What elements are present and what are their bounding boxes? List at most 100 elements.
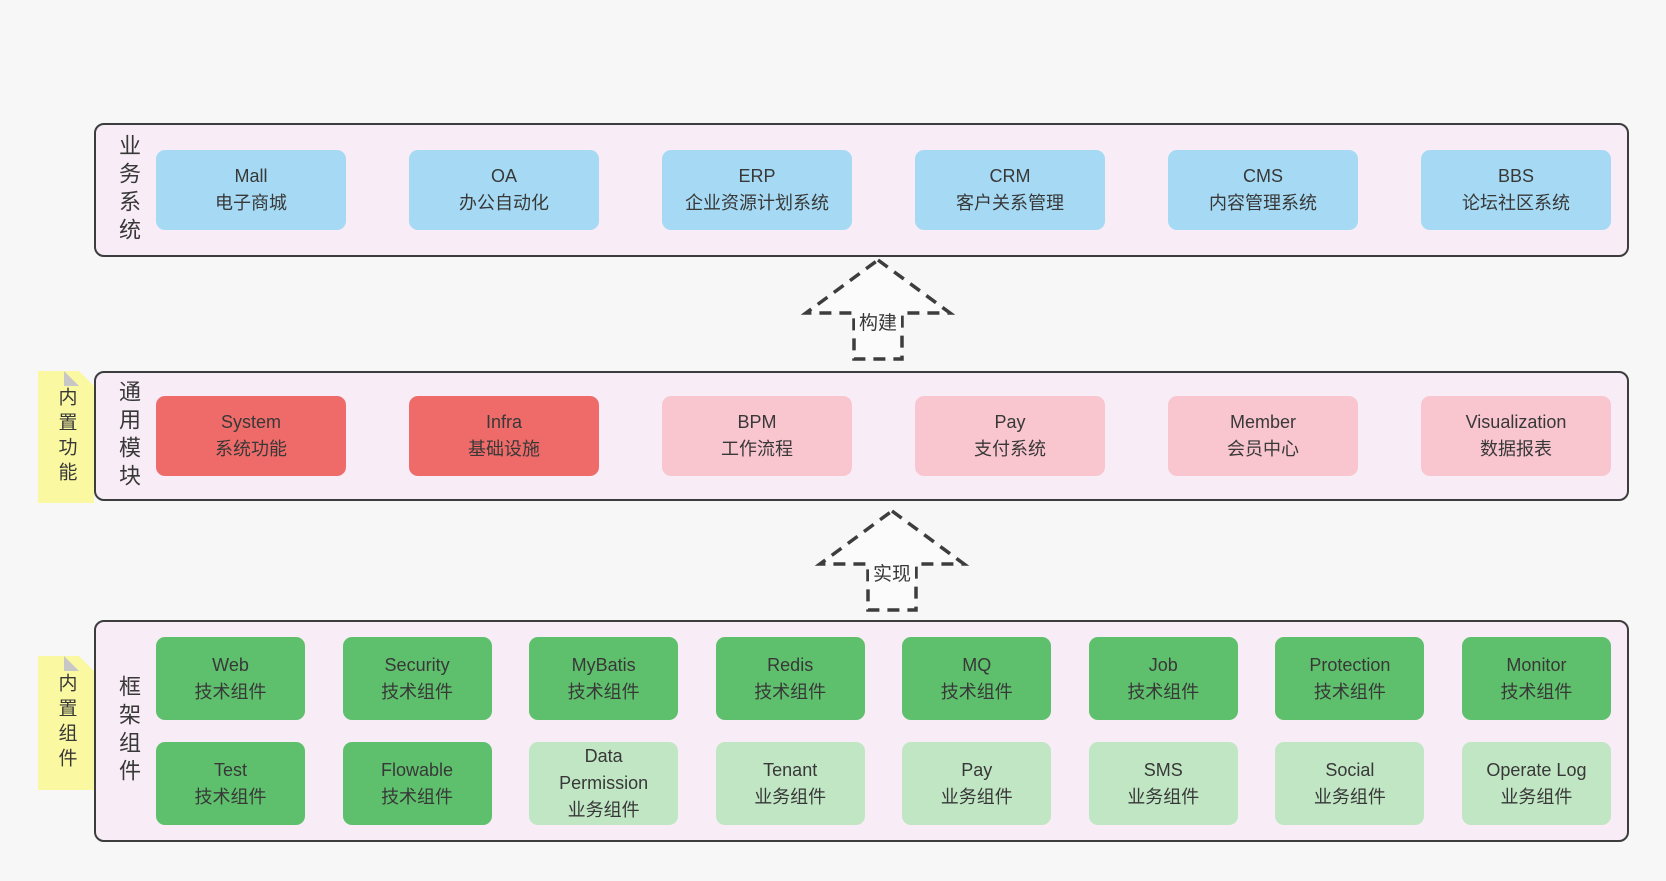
- box-data-permission: Data Permission 业务组件: [529, 742, 679, 825]
- box-subtitle: 系统功能: [215, 439, 287, 459]
- box-title: CRM: [989, 166, 1031, 186]
- sticky-label: 内置功能: [55, 387, 77, 487]
- box-subtitle: 客户关系管理: [956, 193, 1064, 213]
- box-web: Web 技术组件: [156, 637, 305, 720]
- framework-components-rows: Web 技术组件 Security 技术组件 MyBatis 技术组件 Redi…: [156, 637, 1611, 825]
- box-protection: Protection 技术组件: [1275, 637, 1425, 720]
- layer-label-common-modules: 通用模块: [116, 380, 141, 492]
- sticky-note-builtin-components: 内置组件: [38, 656, 94, 790]
- box-title: Visualization: [1465, 412, 1567, 432]
- box-subtitle: 技术组件: [194, 786, 267, 807]
- box-operate-log: Operate Log 业务组件: [1461, 742, 1611, 825]
- framework-components-row-1: Web 技术组件 Security 技术组件 MyBatis 技术组件 Redi…: [156, 637, 1611, 720]
- box-infra: Infra 基础设施: [409, 396, 599, 476]
- box-title: Mall: [234, 166, 268, 186]
- box-subtitle: 支付系统: [974, 439, 1046, 459]
- box-title: Operate Log: [1486, 759, 1587, 780]
- layer-label-framework-components: 框架组件: [116, 675, 141, 787]
- box-subtitle: 企业资源计划系统: [685, 193, 829, 213]
- common-modules-row: System 系统功能 Infra 基础设施 BPM 工作流程 Pay 支付系统…: [156, 396, 1611, 476]
- box-tenant: Tenant 业务组件: [715, 742, 865, 825]
- box-subtitle: 技术组件: [940, 681, 1013, 702]
- box-bpm: BPM 工作流程: [662, 396, 852, 476]
- box-subtitle: 技术组件: [567, 681, 640, 702]
- box-title: Pay: [994, 412, 1026, 432]
- box-pay-component: Pay 业务组件: [902, 742, 1052, 825]
- box-subtitle: 业务组件: [567, 800, 640, 820]
- box-crm: CRM 客户关系管理: [915, 150, 1105, 230]
- box-subtitle: 业务组件: [1313, 786, 1386, 807]
- box-title: Flowable: [381, 759, 454, 780]
- box-subtitle: 业务组件: [940, 786, 1013, 807]
- box-pay-module: Pay 支付系统: [915, 396, 1105, 476]
- box-subtitle: 电子商城: [215, 193, 287, 213]
- box-subtitle: 技术组件: [754, 681, 827, 702]
- box-title: Pay: [961, 759, 993, 780]
- box-test: Test 技术组件: [156, 742, 305, 825]
- up-arrow-build: 构建: [800, 257, 956, 362]
- box-title: Redis: [767, 654, 814, 675]
- box-title: Protection: [1309, 654, 1391, 675]
- box-title: SMS: [1143, 759, 1183, 780]
- box-title: Monitor: [1506, 654, 1567, 675]
- box-subtitle: 技术组件: [1313, 681, 1386, 702]
- box-system: System 系统功能: [156, 396, 346, 476]
- box-redis: Redis 技术组件: [715, 637, 865, 720]
- box-title: Web: [212, 654, 249, 675]
- box-title: OA: [490, 166, 517, 186]
- box-mybatis: MyBatis 技术组件: [529, 637, 679, 720]
- box-sms: SMS 业务组件: [1088, 742, 1238, 825]
- box-erp: ERP 企业资源计划系统: [662, 150, 852, 230]
- box-monitor: Monitor 技术组件: [1461, 637, 1611, 720]
- box-member: Member 会员中心: [1168, 396, 1358, 476]
- box-title: Data Permission: [559, 746, 649, 793]
- box-visualization: Visualization 数据报表: [1421, 396, 1611, 476]
- box-title: Infra: [485, 412, 523, 432]
- box-title: Tenant: [763, 759, 818, 780]
- box-title: Security: [384, 654, 450, 675]
- box-title: ERP: [738, 166, 776, 186]
- box-subtitle: 内容管理系统: [1209, 193, 1317, 213]
- box-subtitle: 业务组件: [1127, 786, 1200, 807]
- box-subtitle: 业务组件: [1500, 786, 1573, 807]
- box-subtitle: 基础设施: [468, 439, 540, 459]
- arrow-label-build: 构建: [859, 312, 897, 334]
- box-oa: OA 办公自动化: [409, 150, 599, 230]
- up-arrow-implement: 实现: [814, 508, 970, 613]
- box-title: Member: [1229, 412, 1296, 432]
- box-title: MyBatis: [571, 654, 636, 675]
- arrow-label-implement: 实现: [873, 563, 911, 585]
- box-title: Job: [1148, 654, 1178, 675]
- box-job: Job 技术组件: [1088, 637, 1238, 720]
- business-systems-row: Mall 电子商城 OA 办公自动化 ERP 企业资源计划系统 CRM 客户关系…: [156, 150, 1611, 230]
- box-social: Social 业务组件: [1275, 742, 1425, 825]
- box-mq: MQ 技术组件: [902, 637, 1052, 720]
- box-flowable: Flowable 技术组件: [342, 742, 492, 825]
- box-subtitle: 论坛社区系统: [1462, 193, 1570, 213]
- box-title: BBS: [1497, 166, 1535, 186]
- box-bbs: BBS 论坛社区系统: [1421, 150, 1611, 230]
- box-security: Security 技术组件: [342, 637, 492, 720]
- dashed-up-arrow-icon: 构建: [800, 257, 956, 361]
- common-modules-layer: 通用模块 System 系统功能 Infra 基础设施 BPM 工作流程 Pay…: [94, 371, 1629, 501]
- box-subtitle: 办公自动化: [459, 193, 549, 213]
- box-subtitle: 技术组件: [381, 681, 454, 702]
- box-subtitle: 技术组件: [194, 681, 267, 702]
- box-title: CMS: [1243, 166, 1283, 186]
- box-subtitle: 技术组件: [381, 786, 454, 807]
- box-subtitle: 技术组件: [1500, 681, 1573, 702]
- layer-label-business-systems: 业务系统: [116, 134, 141, 246]
- framework-components-layer: 框架组件 Web 技术组件 Security 技术组件 MyBatis 技术组件…: [94, 620, 1629, 842]
- box-title: MQ: [962, 654, 992, 675]
- framework-components-row-2: Test 技术组件 Flowable 技术组件 Data Permission …: [156, 742, 1611, 825]
- dashed-up-arrow-icon: 实现: [814, 508, 970, 612]
- box-subtitle: 工作流程: [721, 439, 793, 459]
- sticky-note-builtin-features: 内置功能: [38, 371, 94, 503]
- box-subtitle: 技术组件: [1127, 681, 1200, 702]
- box-title: System: [220, 412, 281, 432]
- box-subtitle: 数据报表: [1480, 439, 1552, 459]
- box-mall: Mall 电子商城: [156, 150, 346, 230]
- box-subtitle: 会员中心: [1227, 439, 1299, 459]
- box-cms: CMS 内容管理系统: [1168, 150, 1358, 230]
